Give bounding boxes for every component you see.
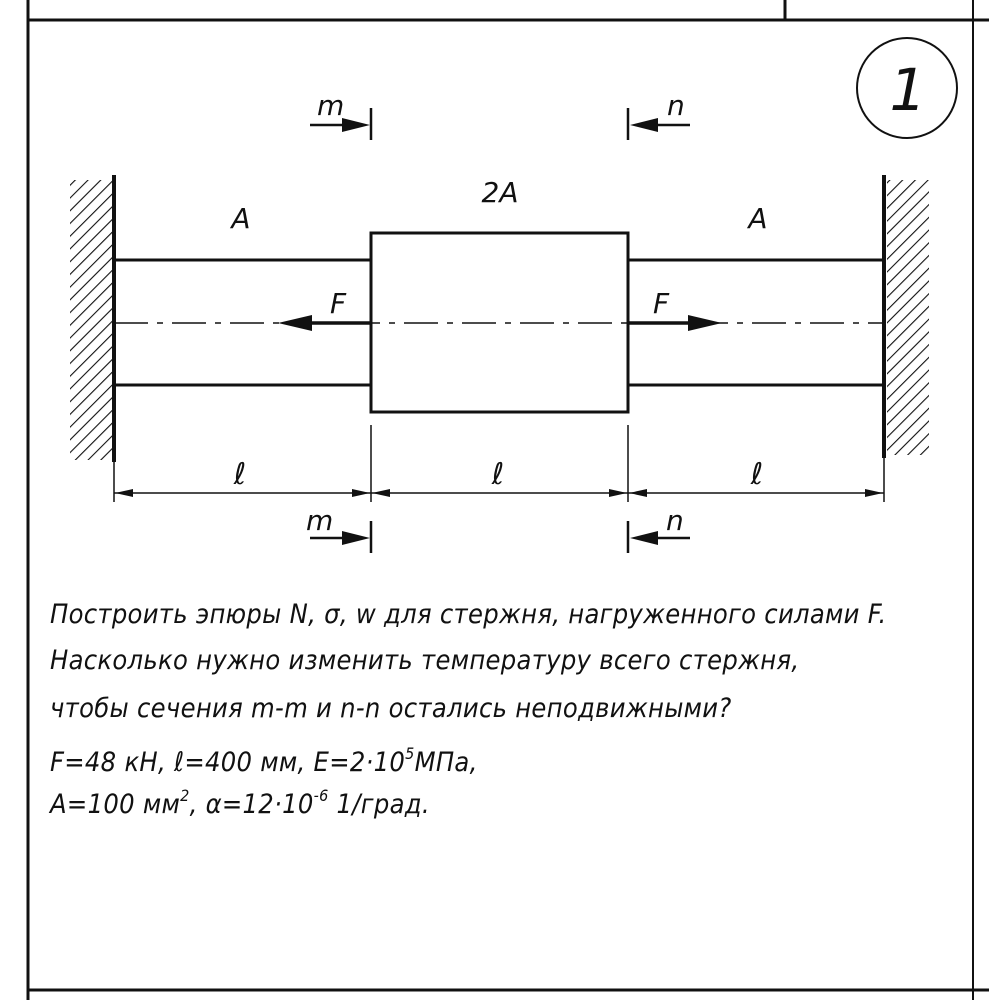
given-1-exponent: 5 xyxy=(405,744,415,763)
force-label-right: F xyxy=(653,287,670,320)
section-marker-n-top xyxy=(626,108,690,140)
task-line-1: Построить эпюры N, σ, w для стержня, наг… xyxy=(50,599,887,630)
section-label-m-top: m xyxy=(317,89,344,122)
given-2c: 1/град. xyxy=(328,789,430,820)
problem-number-badge: 1 xyxy=(856,37,958,139)
length-label-right: ℓ xyxy=(750,457,763,492)
given-2-exponent: 2 xyxy=(180,786,190,805)
stepped-rod xyxy=(114,231,884,414)
dimension-arrowheads xyxy=(115,489,883,497)
force-label-left: F xyxy=(330,287,347,320)
given-2-exponent-2: -6 xyxy=(313,786,329,805)
force-arrow-right xyxy=(628,315,722,331)
task-statement: Построить эпюры N, σ, w для стержня, наг… xyxy=(50,592,980,828)
length-dimensions xyxy=(113,425,885,502)
given-1b: МПа, xyxy=(414,747,478,778)
section-label-m-bottom: m xyxy=(306,504,333,537)
section-marker-m-bottom xyxy=(310,521,373,553)
left-wall-support xyxy=(70,175,116,462)
length-label-middle: ℓ xyxy=(491,457,504,492)
problem-number: 1 xyxy=(890,56,927,124)
area-label-middle: 2A xyxy=(482,176,519,209)
right-wall-support xyxy=(882,175,929,458)
section-marker-m-top xyxy=(310,108,373,140)
area-label-right: A xyxy=(746,202,767,235)
section-label-n-top: n xyxy=(667,89,685,122)
given-2b: , α=12·10 xyxy=(189,789,314,820)
task-line-3: чтобы сечения m-m и n-n остались неподви… xyxy=(50,693,732,724)
sheet-frame xyxy=(26,0,989,1000)
length-label-left: ℓ xyxy=(233,457,246,492)
given-data-line-1: F=48 кН, ℓ=400 мм, E=2·105МПа, xyxy=(50,734,980,782)
given-1a: F=48 кН, ℓ=400 мм, E=2·10 xyxy=(50,747,406,778)
given-2a: A=100 мм xyxy=(50,789,181,820)
task-line-2: Насколько нужно изменить температуру все… xyxy=(50,645,800,676)
section-marker-n-bottom xyxy=(626,521,690,553)
area-label-left: A xyxy=(229,202,250,235)
given-data-line-2: A=100 мм2, α=12·10-6 1/град. xyxy=(50,782,980,828)
section-label-n-bottom: n xyxy=(666,504,684,537)
force-arrow-left xyxy=(278,315,371,331)
